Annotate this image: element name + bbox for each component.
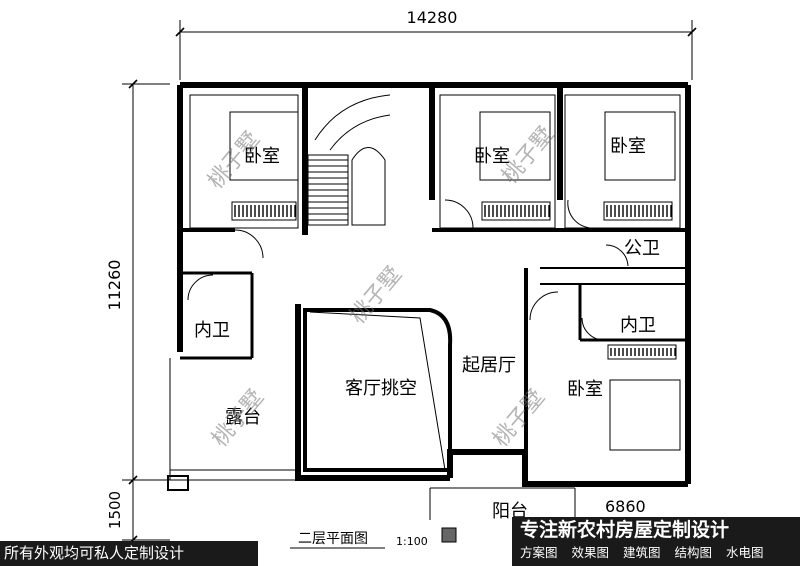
watermark: 桃子墅	[488, 385, 550, 452]
service-item: 方案图	[520, 545, 558, 560]
room-living-void: 客厅挑空	[345, 378, 417, 399]
room-balcony: 阳台	[492, 501, 528, 522]
promo-services: 方案图 效果图 建筑图 结构图 水电图	[512, 543, 800, 563]
service-item: 水电图	[726, 545, 764, 560]
promo-banner-right: 专注新农村房屋定制设计 方案图 效果图 建筑图 结构图 水电图	[512, 517, 800, 566]
room-bedroom-3: 卧室	[610, 136, 646, 157]
promo-banner-left: 所有外观均可私人定制设计	[0, 541, 258, 566]
room-bedroom-2: 卧室	[474, 146, 510, 167]
room-family: 起居厅	[462, 355, 516, 376]
watermark: 桃子墅	[345, 262, 407, 329]
room-ensuite-left: 内卫	[194, 320, 230, 341]
room-ensuite-right: 内卫	[620, 315, 656, 336]
room-public-bath: 公卫	[624, 238, 660, 259]
dimension-bottom-right: 6860	[605, 497, 646, 516]
room-bedroom-1: 卧室	[244, 146, 280, 167]
promo-title: 专注新农村房屋定制设计	[520, 519, 730, 541]
room-terrace: 露台	[225, 407, 261, 428]
dimension-left-bottom: 1500	[106, 491, 124, 529]
service-item: 效果图	[571, 545, 610, 560]
room-bedroom-4: 卧室	[567, 379, 603, 400]
service-item: 建筑图	[623, 545, 661, 560]
drawing-scale: 1:100	[396, 535, 428, 548]
drawing-title: 二层平面图	[298, 531, 368, 547]
dimension-left: 11260	[105, 260, 124, 311]
dimension-top: 14280	[407, 8, 458, 27]
service-item: 结构图	[674, 545, 713, 560]
